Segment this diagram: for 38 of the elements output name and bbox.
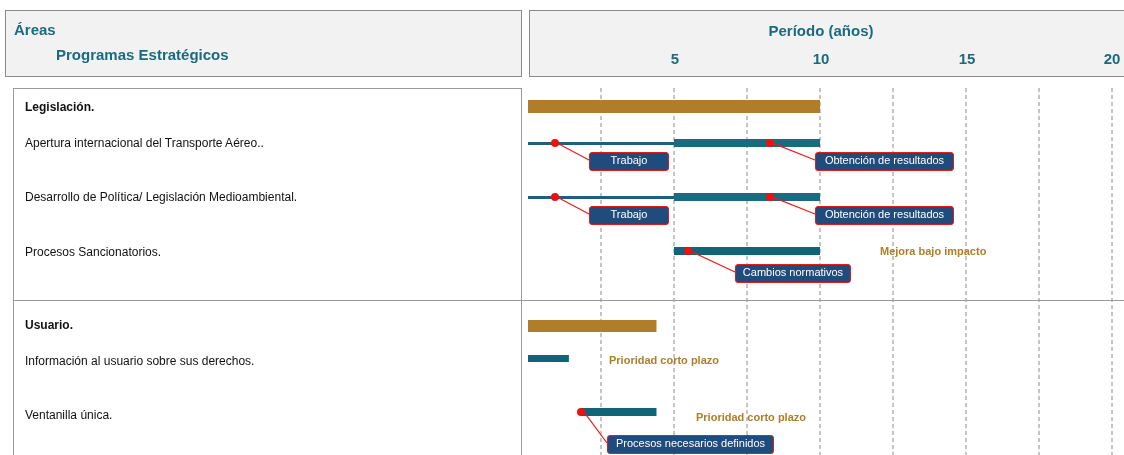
section-heading: Usuario.: [25, 318, 73, 332]
program-label: Apertura internacional del Transporte Aéreo..: [25, 136, 264, 150]
header-box: [529, 10, 1124, 77]
header-box: [5, 10, 522, 77]
marker-dot: [577, 408, 585, 416]
callout-box: Procesos necesarios definidos: [607, 435, 774, 454]
program-label: Información al usuario sobre sus derechos.: [25, 354, 255, 368]
program-label: Ventanilla única.: [25, 408, 113, 422]
marker-dot: [684, 247, 692, 255]
leader-line: [558, 143, 590, 161]
callout-box: Trabajo: [589, 152, 669, 171]
column-heading: Áreas: [14, 21, 56, 38]
program-label: Desarrollo de Política/ Legislación Medioambiental.: [25, 190, 298, 204]
marker-dot: [766, 193, 774, 201]
leader-line: [691, 251, 736, 273]
marker-dot: [551, 193, 559, 201]
tick-label: 5: [670, 50, 680, 67]
tick-label: 20: [1103, 50, 1121, 67]
callout-box: Obtención de resultados: [815, 152, 954, 171]
program-label: Procesos Sancionatorios.: [25, 245, 162, 259]
note-text: Prioridad corto plazo: [696, 411, 806, 423]
callout-box: Trabajo: [589, 206, 669, 225]
leader-line: [773, 197, 816, 215]
leader-line: [773, 143, 816, 161]
leader-line: [558, 197, 590, 215]
note-text: Mejora bajo impacto: [880, 245, 987, 257]
marker-dot: [766, 139, 774, 147]
section-heading: Legislación.: [25, 100, 95, 114]
program-panel: [13, 88, 522, 455]
tick-label: 10: [812, 50, 830, 67]
marker-dot: [551, 139, 559, 147]
tick-label: 15: [958, 50, 976, 67]
leader-line: [584, 412, 608, 444]
column-heading: Programas Estratégicos: [56, 46, 229, 63]
callout-box: Obtención de resultados: [815, 206, 954, 225]
callout-box: Cambios normativos: [735, 264, 851, 283]
note-text: Prioridad corto plazo: [609, 354, 719, 366]
axis-title: Período (años): [768, 22, 874, 39]
